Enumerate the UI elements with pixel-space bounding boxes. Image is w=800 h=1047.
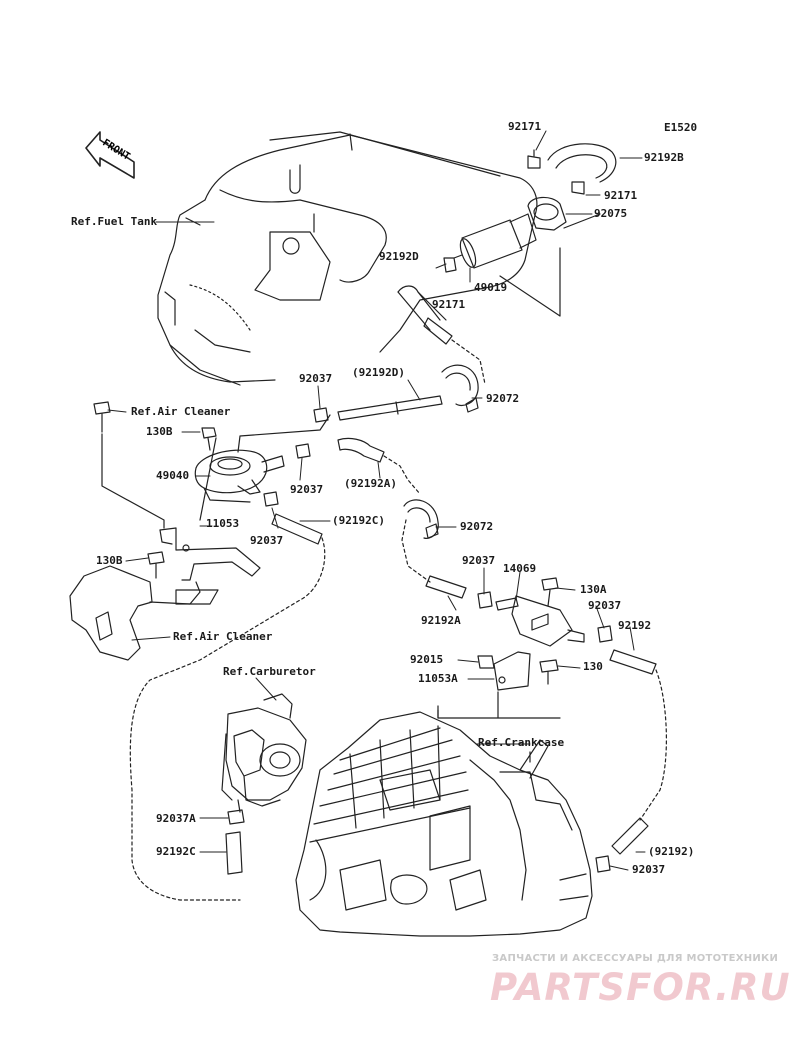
part-label-92192A-paren: (92192A): [344, 477, 397, 490]
part-label-49019: 49019: [474, 281, 508, 294]
clamp-92171-b: [571, 181, 585, 195]
part-label-92037-d: 92037: [462, 554, 496, 567]
part-label-92037-c: 92037: [250, 534, 284, 547]
part-label-92037-e: 92037: [588, 599, 622, 612]
clamp-92171-a: [527, 149, 541, 169]
part-label-92192D-paren: (92192D): [352, 366, 405, 379]
hose-92192: [609, 649, 657, 675]
part-label-92075: 92075: [594, 207, 628, 220]
part-label-49040: 49040: [156, 469, 190, 482]
hose-92192B: [547, 143, 617, 183]
part-label-92072-b: 92072: [460, 520, 494, 533]
hose-92192D-short: [337, 395, 443, 421]
hose-92192A-short: [337, 437, 385, 463]
fuel-tank-outline: [157, 134, 538, 386]
clamp-92037-e: [597, 625, 613, 643]
carburetor-outline: [221, 693, 307, 813]
clamp-92037-d: [477, 591, 493, 609]
part-label-92171-c: 92171: [432, 298, 466, 311]
clamp-92015: [477, 655, 495, 669]
clamp-92037-b: [295, 443, 311, 459]
part-label-130: 130: [583, 660, 603, 673]
part-label-92037-b: 92037: [290, 483, 324, 496]
bracket-11053A: [493, 651, 531, 691]
part-label-92037A: 92037A: [156, 812, 196, 825]
fuel-filter-49019: [453, 213, 537, 269]
part-label-130B-a: 130B: [146, 425, 173, 438]
diagram-code: E1520: [664, 121, 698, 134]
hose-92192D: [397, 285, 453, 345]
bolt-air-cleaner: [93, 401, 111, 433]
part-label-92037-f: 92037: [632, 863, 666, 876]
bolt-130: [539, 659, 559, 685]
watermark-brand: PARTSFOR.RU: [490, 966, 791, 1009]
part-label-14069: 14069: [503, 562, 537, 575]
clamp-92037-a: [313, 407, 329, 423]
watermark-tagline: ЗАПЧАСТИ И АКСЕССУАРЫ ДЛЯ МОТОТЕХНИКИ: [492, 953, 779, 964]
ref-crankcase: Ref.Crankcase: [478, 736, 565, 749]
front-text: FRONT: [100, 137, 131, 162]
part-label-92192: 92192: [618, 619, 652, 632]
part-label-92192D: 92192D: [379, 250, 419, 263]
hose-92192C: [225, 831, 243, 875]
clamp-92037-c: [263, 491, 279, 507]
ref-carburetor: Ref.Carburetor: [223, 665, 316, 678]
part-label-130B-b: 130B: [96, 554, 123, 567]
part-label-92192B: 92192B: [644, 151, 684, 164]
part-label-92171-b: 92171: [604, 189, 638, 202]
front-arrow-icon: [85, 131, 135, 179]
bolt-130A: [541, 577, 559, 607]
part-label-92192-paren: (92192): [648, 845, 695, 858]
clamp-92171-c: [443, 257, 457, 273]
air-cleaner-bracket: [69, 565, 219, 661]
part-label-11053: 11053: [206, 517, 240, 530]
part-label-92192C-paren: (92192C): [332, 514, 385, 527]
part-label-92192C: 92192C: [156, 845, 196, 858]
ref-air-cleaner-top: Ref.Air Cleaner: [131, 405, 231, 418]
valve-14069: [495, 595, 585, 647]
hose-92192A: [425, 575, 467, 599]
part-label-92015: 92015: [410, 653, 444, 666]
hose-92192C-short: [271, 513, 323, 545]
holder-92075: [527, 196, 567, 231]
ref-fuel-tank: Ref.Fuel Tank: [71, 215, 158, 228]
bracket-11053: [159, 527, 261, 581]
hose-92192-lower: [611, 817, 649, 855]
crankcase-outline: [295, 711, 593, 937]
part-label-92037-a: 92037: [299, 372, 333, 385]
ref-air-cleaner-bottom: Ref.Air Cleaner: [173, 630, 273, 643]
clamp-92072-b: [403, 499, 439, 539]
part-label-11053A: 11053A: [418, 672, 458, 685]
bolt-130B-a: [201, 427, 217, 451]
front-label: FRONT: [100, 137, 131, 162]
part-label-130A: 130A: [580, 583, 607, 596]
clamp-92072-a: [441, 364, 479, 413]
bolt-130B-b: [147, 551, 165, 579]
part-label-92192A: 92192A: [421, 614, 461, 627]
part-label-92171-a: 92171: [508, 120, 542, 133]
clamp-92037-f: [595, 855, 611, 873]
clamp-92037A: [227, 809, 245, 825]
part-label-92072-a: 92072: [486, 392, 520, 405]
